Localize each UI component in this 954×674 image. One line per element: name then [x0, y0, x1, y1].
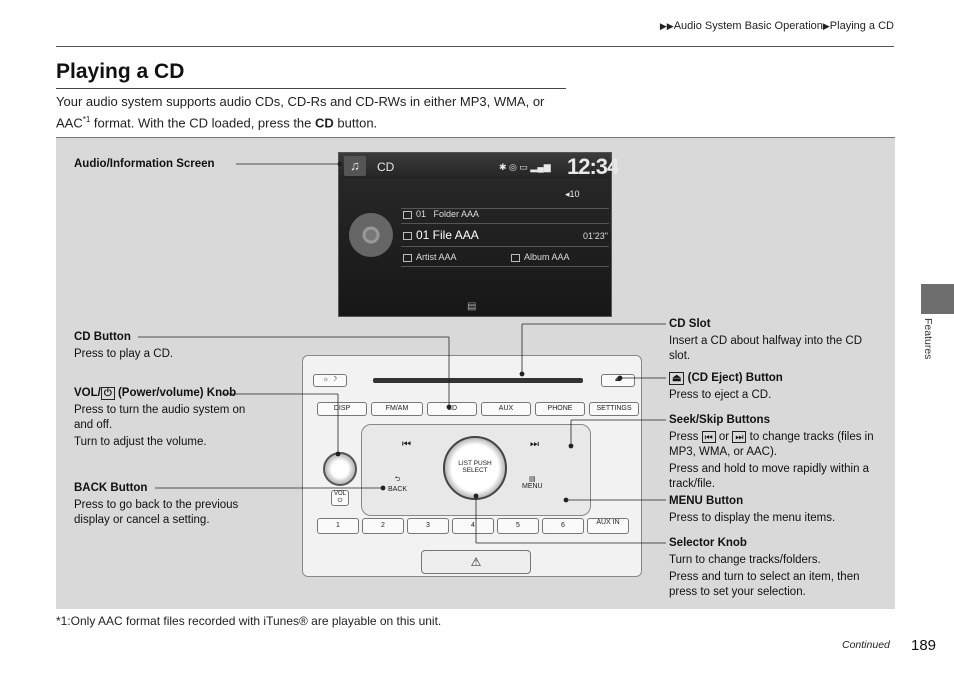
label-eject: ⏏ (CD Eject) Button Press to eject a CD. [669, 372, 783, 401]
continued-label: Continued [842, 639, 890, 651]
footnote: *1:Only AAC format files recorded with i… [56, 614, 442, 628]
preset-3-button[interactable]: 3 [407, 518, 449, 534]
label-cd-button: CD Button Press to play a CD. [74, 331, 174, 360]
preset-4-button[interactable]: 4 [452, 518, 494, 534]
divider [401, 208, 609, 209]
file-icon [403, 231, 412, 240]
screen-clock: 12:34 [567, 154, 619, 179]
artist-icon [403, 253, 412, 262]
breadcrumb: ▶▶Audio System Basic Operation▶Playing a… [659, 20, 894, 32]
cd-icon: ▤ [467, 301, 477, 312]
cd-button[interactable]: CD [427, 402, 477, 416]
divider [401, 223, 609, 224]
artist-row: Artist AAA [403, 252, 457, 262]
menu-button[interactable]: ▤MENU [522, 476, 543, 490]
seek-back-icon[interactable]: ⏮ [402, 439, 411, 450]
cd-slot[interactable] [373, 378, 583, 383]
vol-label: VOL⏻ [331, 490, 349, 506]
skip-back-icon: ⏮ [701, 431, 716, 443]
fm-am-button[interactable]: FM/AM [371, 402, 423, 416]
back-button[interactable]: ⮌BACK [388, 476, 408, 493]
power-icon: ⏻ [100, 387, 115, 400]
divider [401, 246, 609, 247]
hazard-button[interactable]: ⚠ [421, 550, 531, 574]
skip-forward-icon: ⏭ [732, 431, 747, 443]
label-cd-slot: CD Slot Insert a CD about halfway into t… [669, 318, 863, 362]
screen-source: CD [377, 160, 395, 174]
preset-buttons: 1 2 3 4 5 6 AUX IN [317, 518, 629, 534]
selector-knob[interactable]: LIST PUSH SELECT [443, 436, 507, 500]
audio-info-screen: ♫ CD ✱ ◎ ▭ ▂▄▆ 12:34 ◂10 01 Folder AAA 0… [338, 152, 619, 317]
label-back-button: BACK Button Press to go back to the prev… [74, 482, 239, 526]
label-seek: Seek/Skip Buttons Press ⏮ or ⏭ to change… [669, 414, 874, 490]
header-divider [56, 46, 894, 47]
label-screen: Audio/Information Screen [74, 158, 215, 170]
label-selector: Selector Knob Turn to change tracks/fold… [669, 537, 860, 598]
screen-volume: ◂10 [565, 189, 580, 199]
album-icon [511, 253, 520, 262]
file-row: 01 File AAA [403, 228, 479, 242]
label-menu: MENU Button Press to display the menu it… [669, 495, 836, 524]
divider [401, 266, 609, 267]
folder-icon [403, 210, 412, 219]
seek-forward-icon[interactable]: ⏭ [530, 439, 539, 450]
intro-paragraph: Your audio system supports audio CDs, CD… [56, 94, 545, 131]
title-underline [56, 88, 566, 89]
section-tab [921, 284, 954, 314]
brightness-button[interactable]: ☼ ☽ [313, 374, 347, 387]
function-buttons: DISP FM/AM CD AUX PHONE SETTINGS [317, 402, 639, 416]
preset-5-button[interactable]: 5 [497, 518, 539, 534]
eject-button[interactable]: ⏏ [601, 374, 635, 387]
status-icons: ✱ ◎ ▭ ▂▄▆ [499, 162, 551, 172]
screen-header [339, 153, 611, 179]
phone-button[interactable]: PHONE [535, 402, 585, 416]
label-vol-knob: VOL/⏻ (Power/volume) Knob Press to turn … [74, 387, 246, 448]
settings-button[interactable]: SETTINGS [589, 402, 639, 416]
preset-6-button[interactable]: 6 [542, 518, 584, 534]
page-number: 189 [911, 637, 937, 654]
section-tab-label: Features [922, 318, 934, 360]
disc-icon [349, 213, 393, 257]
album-row: Album AAA [511, 252, 570, 262]
preset-2-button[interactable]: 2 [362, 518, 404, 534]
folder-row: 01 Folder AAA [403, 209, 479, 219]
disp-button[interactable]: DISP [317, 402, 367, 416]
track-time: 01'23" [583, 231, 608, 241]
music-note-icon: ♫ [344, 156, 366, 176]
eject-icon: ⏏ [669, 372, 685, 385]
aux-in-button[interactable]: AUX IN [587, 518, 629, 534]
page-title: Playing a CD [56, 60, 185, 83]
aux-button[interactable]: AUX [481, 402, 531, 416]
audio-head-unit: ☼ ☽ ⏏ DISP FM/AM CD AUX PHONE SETTINGS ⏮… [302, 355, 642, 577]
preset-1-button[interactable]: 1 [317, 518, 359, 534]
